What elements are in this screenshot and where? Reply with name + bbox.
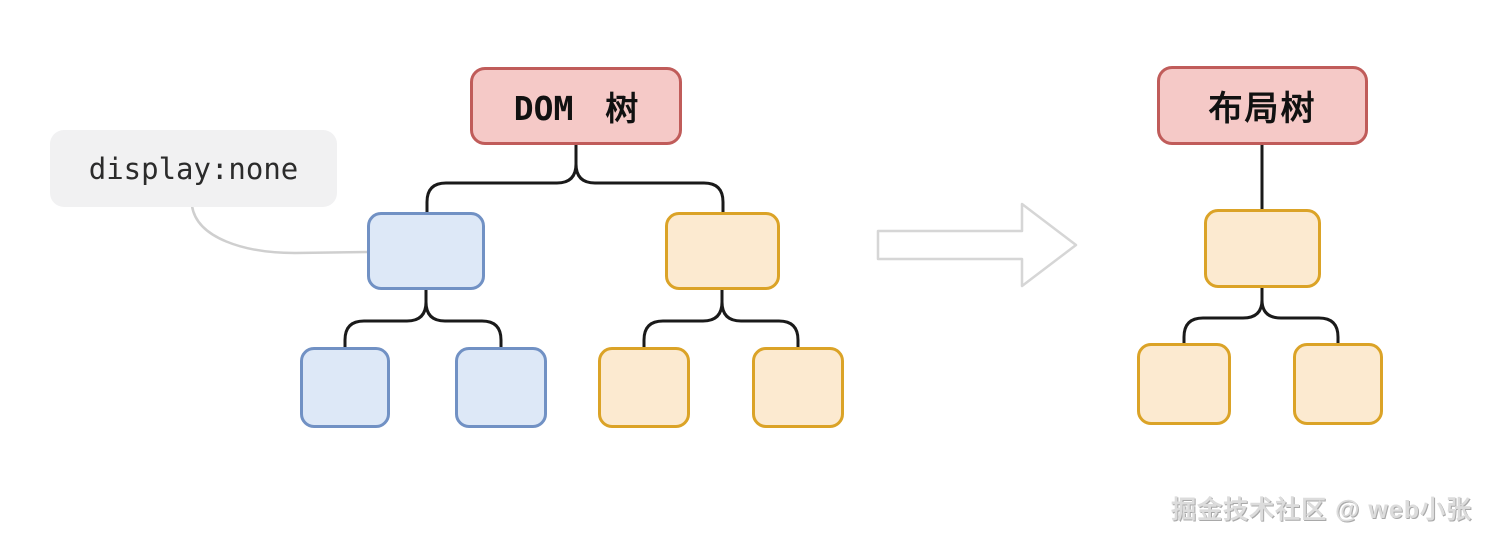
orange-parent-right-branch-connector [720,288,800,349]
dom-node-orange-child-2 [752,347,844,428]
watermark-text: 掘金技术社区 @ web小张 [1171,496,1472,524]
dom-node-orange-child-1 [598,347,690,428]
dom-root-left-branch-connector [425,143,578,214]
dom-node-orange-parent [665,212,780,290]
blue-parent-right-branch-connector [424,288,503,349]
layout-tree-title-text: 布局树 [1208,90,1317,128]
watermark: 掘金技术社区 @ web小张 [1171,490,1472,526]
layout-parent-right-branch-connector [1260,286,1340,345]
layout-node-orange-parent [1204,209,1321,288]
layout-parent-left-branch-connector [1182,286,1264,345]
dom-node-blue-child-2 [455,347,547,428]
dom-node-blue-parent-hidden [367,212,485,290]
dom-root-right-branch-connector [574,143,725,214]
annotation-leader-line [190,204,369,255]
layout-node-orange-child-2 [1293,343,1383,425]
dom-tree-title-text: DOM 树 [513,89,639,128]
display-none-label-text: display:none [88,151,299,186]
layout-tree-title: 布局树 [1157,66,1368,145]
dom-node-blue-child-1 [300,347,390,428]
orange-parent-left-branch-connector [642,288,724,349]
blue-parent-left-branch-connector [343,288,428,349]
display-none-label: display:none [50,130,337,207]
layout-node-orange-child-1 [1137,343,1231,425]
dom-tree-title: DOM 树 [470,67,682,145]
transform-arrow-icon [876,202,1078,288]
